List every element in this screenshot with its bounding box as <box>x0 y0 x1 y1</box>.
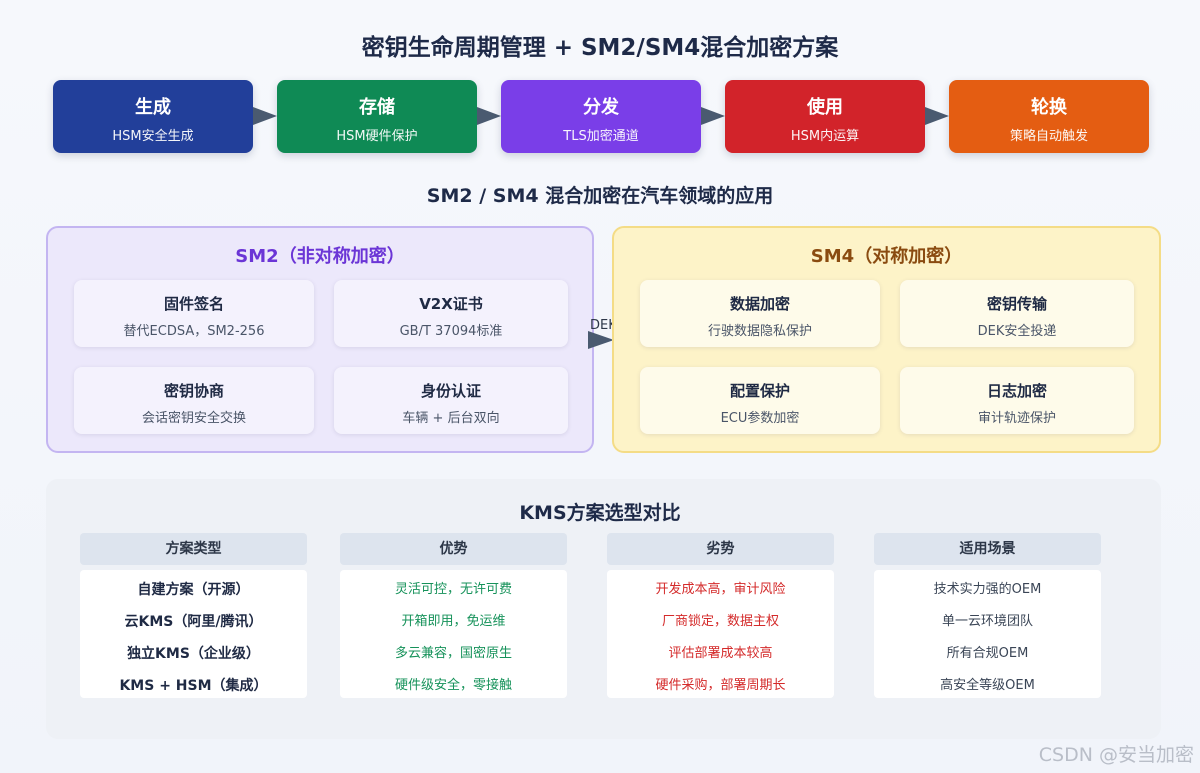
stage-distribute: 分发 TLS加密通道 <box>501 80 701 153</box>
sm2-panel: SM2（非对称加密） 固件签名 替代ECDSA，SM2-256 V2X证书 GB… <box>46 226 594 453</box>
column-header: 优势 <box>340 533 567 565</box>
table-cell: 硬件采购，部署周期长 <box>655 678 786 693</box>
card-subtitle: 行驶数据隐私保护 <box>707 324 812 339</box>
table-cell: 开发成本高，审计风险 <box>655 582 786 597</box>
stage-subtitle: HSM安全生成 <box>112 129 194 144</box>
table-cell: 技术实力强的OEM <box>933 582 1042 597</box>
stage-title: 存储 <box>359 97 395 118</box>
arrow-right-icon <box>253 107 277 125</box>
card-title: 密钥协商 <box>163 382 224 400</box>
card-subtitle: DEK安全投递 <box>977 324 1057 339</box>
stage-title: 使用 <box>807 97 843 118</box>
sm2-card-identity-auth: 身份认证 车辆 + 后台双向 <box>334 367 568 434</box>
column-body: 自建方案（开源） 云KMS（阿里/腾讯） 独立KMS（企业级） KMS + HS… <box>80 570 307 698</box>
table-cell: 厂商锁定，数据主权 <box>661 614 779 629</box>
dek-link-label: DEK <box>590 318 617 333</box>
stage-generate: 生成 HSM安全生成 <box>53 80 253 153</box>
column-header: 适用场景 <box>874 533 1101 565</box>
arrow-right-icon <box>477 107 501 125</box>
stage-title: 生成 <box>135 97 171 118</box>
sm4-panel: SM4（对称加密） 数据加密 行驶数据隐私保护 密钥传输 DEK安全投递 配置保… <box>612 226 1161 453</box>
main-title: 密钥生命周期管理 + SM2/SM4混合加密方案 <box>361 35 839 61</box>
table-cell: 独立KMS（企业级） <box>127 646 260 662</box>
sm2-card-key-agreement: 密钥协商 会话密钥安全交换 <box>74 367 314 434</box>
table-cell: 所有合规OEM <box>946 646 1029 661</box>
card-title: 配置保护 <box>729 382 790 400</box>
sm4-card-log-encryption: 日志加密 审计轨迹保护 <box>900 367 1134 434</box>
card-title: 固件签名 <box>163 295 224 313</box>
card-title: 数据加密 <box>729 295 790 313</box>
table-cell: 多云兼容，国密原生 <box>394 646 512 661</box>
stage-store: 存储 HSM硬件保护 <box>277 80 477 153</box>
stage-subtitle: TLS加密通道 <box>563 129 639 144</box>
table-cell: 高安全等级OEM <box>940 678 1035 693</box>
column-body: 开发成本高，审计风险 厂商锁定，数据主权 评估部署成本较高 硬件采购，部署周期长 <box>607 570 834 698</box>
kms-section-title: KMS方案选型对比 <box>519 502 681 524</box>
stage-rotate: 轮换 策略自动触发 <box>949 80 1149 153</box>
sm2-card-v2x-cert: V2X证书 GB/T 37094标准 <box>334 280 568 347</box>
stage-use: 使用 HSM内运算 <box>725 80 925 153</box>
sm2-card-firmware-signing: 固件签名 替代ECDSA，SM2-256 <box>74 280 314 347</box>
table-cell: 评估部署成本较高 <box>668 646 773 661</box>
table-cell: KMS + HSM（集成） <box>119 678 268 694</box>
kms-column-scenarios: 适用场景 技术实力强的OEM 单一云环境团队 所有合规OEM 高安全等级OEM <box>874 533 1101 698</box>
card-subtitle: 会话密钥安全交换 <box>141 411 246 426</box>
column-header: 方案类型 <box>80 533 307 565</box>
sm4-card-data-encryption: 数据加密 行驶数据隐私保护 <box>640 280 880 347</box>
stage-title: 分发 <box>583 97 619 118</box>
card-title: 身份认证 <box>420 382 481 400</box>
card-subtitle: 审计轨迹保护 <box>977 411 1056 426</box>
card-subtitle: ECU参数加密 <box>720 411 800 426</box>
arrow-right-icon <box>925 107 949 125</box>
card-title: 日志加密 <box>986 382 1047 400</box>
table-cell: 开箱即用，免运维 <box>401 614 506 629</box>
card-subtitle: 替代ECDSA，SM2-256 <box>123 324 265 339</box>
column-header: 劣势 <box>607 533 834 565</box>
table-cell: 云KMS（阿里/腾讯） <box>124 614 263 630</box>
card-title: 密钥传输 <box>986 295 1047 313</box>
stage-subtitle: 策略自动触发 <box>1009 129 1088 144</box>
stage-title: 轮换 <box>1031 97 1067 118</box>
arrow-right-icon <box>701 107 725 125</box>
kms-column-type: 方案类型 自建方案（开源） 云KMS（阿里/腾讯） 独立KMS（企业级） KMS… <box>80 533 307 698</box>
sm4-card-config-protection: 配置保护 ECU参数加密 <box>640 367 880 434</box>
card-title: V2X证书 <box>419 295 483 313</box>
column-body: 灵活可控，无许可费 开箱即用，免运维 多云兼容，国密原生 硬件级安全，零接触 <box>340 570 567 698</box>
table-cell: 硬件级安全，零接触 <box>394 678 512 693</box>
table-cell: 自建方案（开源） <box>137 582 250 598</box>
table-cell: 灵活可控，无许可费 <box>394 582 512 597</box>
sm4-panel-title: SM4（对称加密） <box>810 246 963 267</box>
hybrid-section-title: SM2 / SM4 混合加密在汽车领域的应用 <box>426 185 774 207</box>
kms-column-pros: 优势 灵活可控，无许可费 开箱即用，免运维 多云兼容，国密原生 硬件级安全，零接… <box>340 533 567 698</box>
arrow-right-icon <box>588 331 614 349</box>
card-subtitle: GB/T 37094标准 <box>399 324 503 339</box>
stage-subtitle: HSM内运算 <box>790 129 860 144</box>
table-cell: 单一云环境团队 <box>941 614 1033 629</box>
watermark: CSDN @安当加密 <box>1038 744 1194 766</box>
card-subtitle: 车辆 + 后台双向 <box>402 411 500 426</box>
stage-subtitle: HSM硬件保护 <box>336 129 418 144</box>
sm2-panel-title: SM2（非对称加密） <box>235 246 405 267</box>
column-body: 技术实力强的OEM 单一云环境团队 所有合规OEM 高安全等级OEM <box>874 570 1101 698</box>
kms-column-cons: 劣势 开发成本高，审计风险 厂商锁定，数据主权 评估部署成本较高 硬件采购，部署… <box>607 533 834 698</box>
sm4-card-key-transport: 密钥传输 DEK安全投递 <box>900 280 1134 347</box>
